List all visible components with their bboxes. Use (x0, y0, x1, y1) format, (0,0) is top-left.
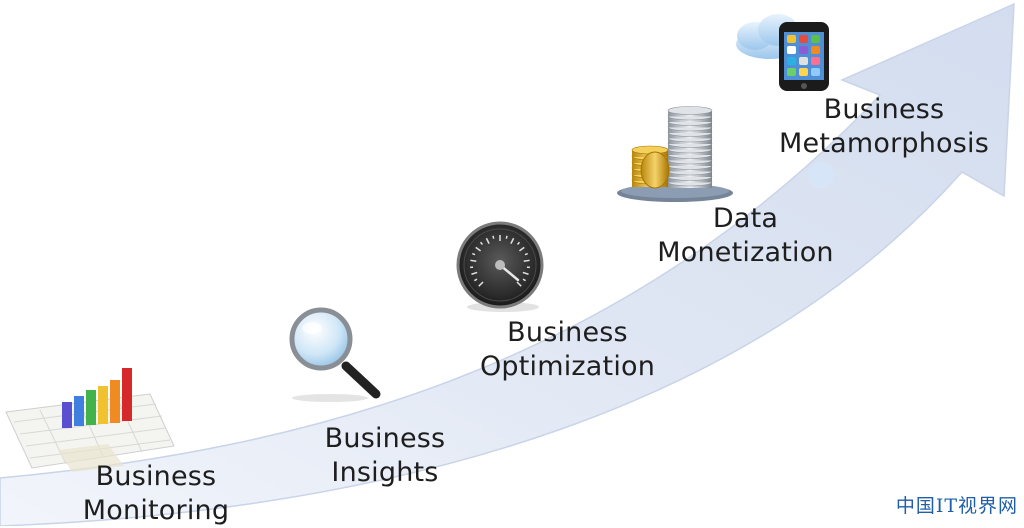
stage-label-line-1: Data (648, 202, 843, 236)
bar-chart-icon (6, 368, 174, 472)
stage-label-business-metamorphosis: Business Metamorphosis (768, 93, 1000, 161)
stage-label-business-insights: Business Insights (310, 422, 460, 490)
stage-label-business-monitoring: Business Monitoring (76, 460, 236, 528)
stage-label-line-2: Metamorphosis (768, 127, 1000, 161)
stage-label-line-1: Business (310, 422, 460, 456)
stage-label-line-1: Business (76, 460, 236, 494)
stage-label-business-optimization: Business Optimization (470, 316, 665, 384)
watermark: 中国IT视界网 (896, 491, 1018, 518)
stage-label-line-2: Monetization (648, 236, 843, 270)
stage-label-line-1: Business (470, 316, 665, 350)
smartphone-icon (779, 22, 829, 91)
speedometer-icon (458, 223, 542, 312)
coin-stack-icon (617, 107, 733, 203)
stage-label-data-monetization: Data Monetization (648, 202, 843, 270)
magnifying-glass-icon (292, 310, 376, 402)
stage-label-line-2: Optimization (470, 350, 665, 384)
stage-label-line-2: Monitoring (76, 494, 236, 528)
stage-label-line-2: Insights (310, 456, 460, 490)
stage-label-line-1: Business (768, 93, 1000, 127)
